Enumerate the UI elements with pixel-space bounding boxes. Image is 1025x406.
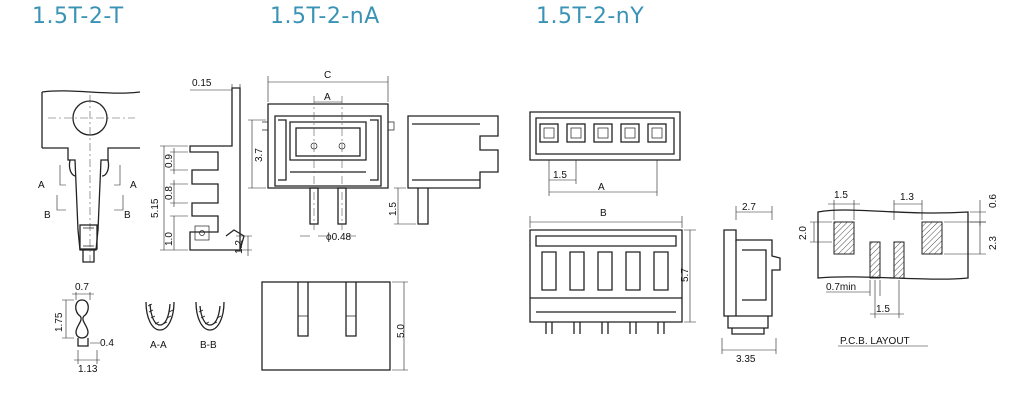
terminal-top-view: [41, 90, 141, 263]
dim-a-housing: A: [324, 92, 331, 103]
pcb-dim-0.6: 0.6: [988, 194, 999, 208]
label-aa: A-A: [150, 340, 167, 351]
dim-1.5-header: 1.5: [553, 170, 567, 181]
dim-pin-dia: ϕ0.48: [326, 232, 352, 243]
pcb-dim-1.5: 1.5: [834, 190, 848, 201]
pcb-dim-2.0: 2.0: [798, 226, 809, 240]
pcb-layout: [810, 200, 986, 347]
dim-3.7: 3.7: [254, 148, 265, 162]
dim-5.7: 5.7: [680, 268, 691, 282]
dim-c: C: [324, 70, 331, 81]
dim-5.15: 5.15: [150, 198, 161, 218]
section-a-left: A: [38, 180, 45, 191]
dim-1.75: 1.75: [54, 312, 65, 332]
housing-bottom-view: [261, 281, 408, 371]
dim-0.9: 0.9: [164, 154, 175, 168]
dim-b-header: B: [600, 208, 607, 219]
title-housing: 1.5T-2-nA: [270, 4, 380, 29]
dim-1.13: 1.13: [78, 364, 98, 375]
dim-0.8: 0.8: [164, 186, 175, 200]
title-header: 1.5T-2-nY: [536, 4, 645, 29]
dim-1.0: 1.0: [164, 232, 175, 246]
pcb-dim-2.3: 2.3: [988, 236, 999, 250]
section-b-left: B: [44, 210, 51, 221]
pcb-layout-label: P.C.B. LAYOUT: [840, 336, 910, 347]
dim-3.35: 3.35: [736, 354, 756, 365]
housing-front-view: [248, 76, 395, 237]
dim-0.7: 0.7: [75, 282, 89, 293]
header-top-view: [529, 111, 681, 196]
pcb-dim-1.3: 1.3: [900, 192, 914, 203]
pcb-dim-0.7min: 0.7min: [826, 282, 856, 293]
dim-5.0: 5.0: [396, 324, 407, 338]
dim-2.7: 2.7: [742, 202, 756, 213]
section-bb-view: [195, 301, 225, 331]
dim-1.5-housing: 1.5: [388, 202, 399, 216]
terminal-crimp-view: [62, 292, 100, 364]
dim-0.15: 0.15: [192, 78, 212, 89]
section-b-right: B: [124, 210, 131, 221]
terminal-side-view: [160, 84, 252, 256]
dim-1.2: 1.2: [234, 240, 245, 254]
housing-side-view: [394, 115, 499, 225]
header-front-view: [529, 216, 696, 334]
dim-a-header: A: [598, 182, 605, 193]
label-bb: B-B: [200, 340, 217, 351]
dim-0.4: 0.4: [100, 338, 114, 349]
title-terminal: 1.5T-2-T: [32, 4, 124, 29]
pcb-dim-1.5b: 1.5: [876, 304, 890, 315]
section-a-right: A: [130, 180, 137, 191]
section-aa-view: [145, 301, 175, 331]
header-side-view: [721, 206, 781, 354]
